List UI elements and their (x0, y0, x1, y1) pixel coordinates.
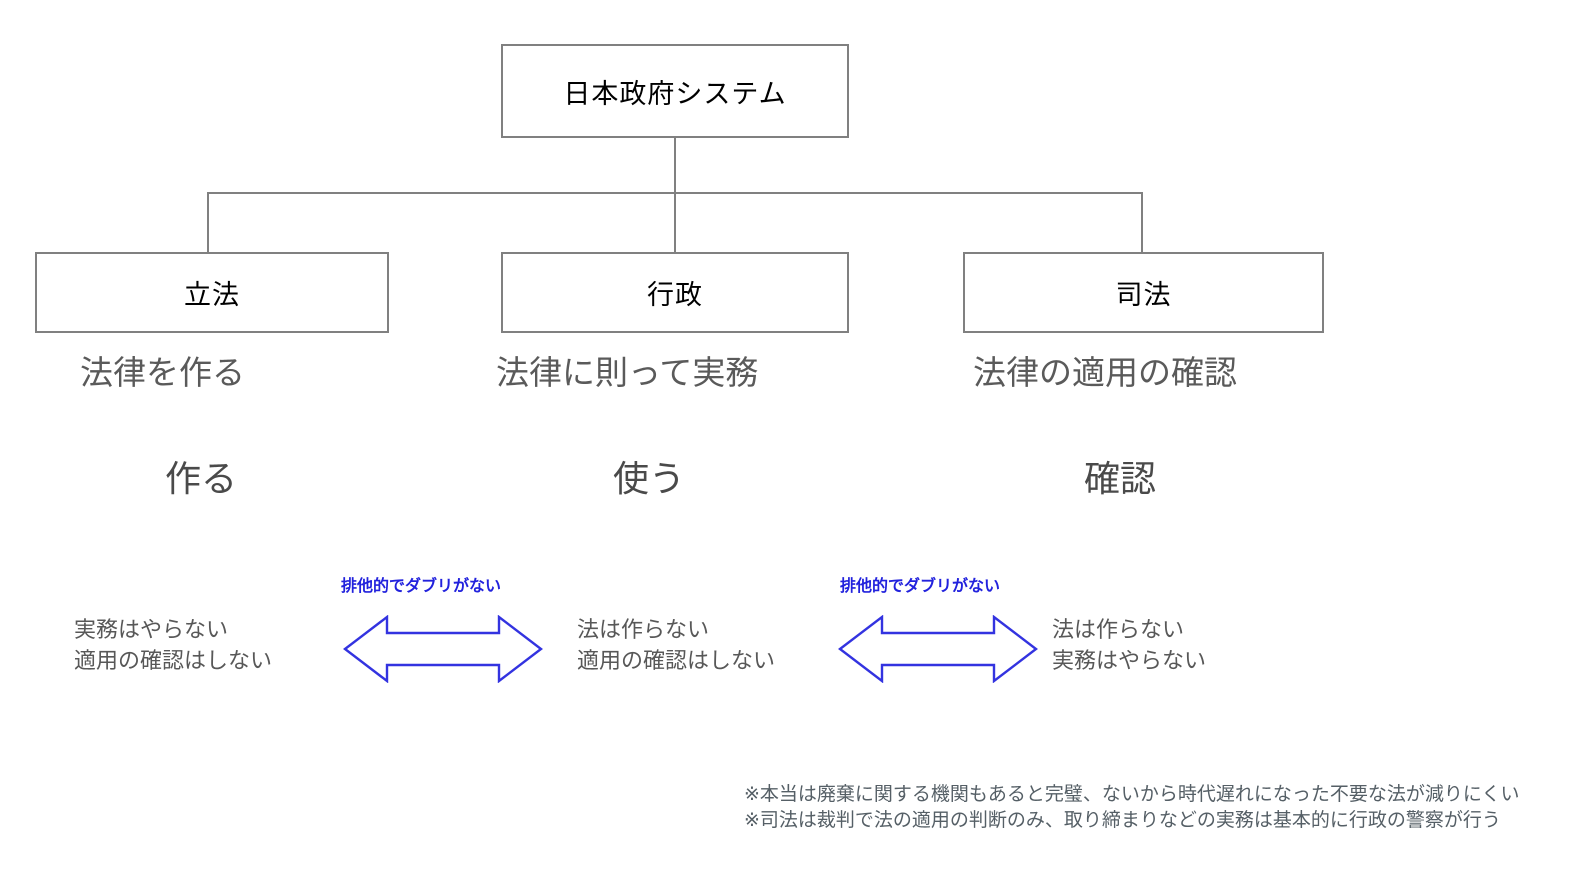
negatives-legislative: 実務はやらない 適用の確認はしない (74, 614, 272, 676)
verb-legislative: 作る (165, 458, 238, 499)
exclusivity-label-left: 排他的でダブリがない (341, 578, 502, 595)
negative-line: 実務はやらない (74, 617, 229, 642)
negatives-judicial: 法は作らない 実務はやらない (1052, 614, 1206, 676)
negative-line: 実務はやらない (1052, 648, 1207, 673)
description-executive: 法律に則って実務 (496, 354, 759, 391)
negative-line: 適用の確認はしない (577, 648, 776, 673)
verb-judicial: 確認 (1084, 458, 1157, 499)
description-legislative: 法律を作る (80, 354, 245, 391)
connector-to-executive (674, 192, 676, 253)
negative-line: 法は作らない (577, 617, 710, 642)
negative-line: 法は作らない (1052, 617, 1185, 642)
footnote-line-1: ※本当は廃棄に関する機関もあると完璧、ないから時代遅れになった不要な法が減りにく… (744, 784, 1520, 805)
connector-to-judicial (1141, 192, 1143, 253)
negative-line: 適用の確認はしない (74, 648, 273, 673)
connector-root-vertical (674, 138, 676, 193)
verb-executive: 使う (613, 458, 686, 499)
negatives-executive: 法は作らない 適用の確認はしない (577, 614, 775, 676)
connector-to-legislative (207, 192, 209, 253)
node-executive-label: 行政 (647, 280, 703, 310)
double-headed-arrow-icon-left (343, 615, 543, 683)
footnote-line-2: ※司法は裁判で法の適用の判断のみ、取り締まりなどの実務は基本的に行政の警察が行う (744, 810, 1501, 831)
node-root-government-system[interactable]: 日本政府システム (501, 44, 849, 138)
node-executive[interactable]: 行政 (501, 252, 849, 333)
node-judicial[interactable]: 司法 (963, 252, 1324, 333)
double-headed-arrow-icon-right (838, 615, 1038, 683)
exclusivity-label-right: 排他的でダブリがない (840, 578, 1001, 595)
footnotes: ※本当は廃棄に関する機関もあると完璧、ないから時代遅れになった不要な法が減りにく… (744, 782, 1520, 834)
node-legislative[interactable]: 立法 (35, 252, 389, 333)
description-judicial: 法律の適用の確認 (973, 354, 1237, 391)
node-judicial-label: 司法 (1115, 280, 1172, 310)
node-legislative-label: 立法 (184, 280, 240, 310)
node-root-label: 日本政府システム (563, 78, 787, 109)
